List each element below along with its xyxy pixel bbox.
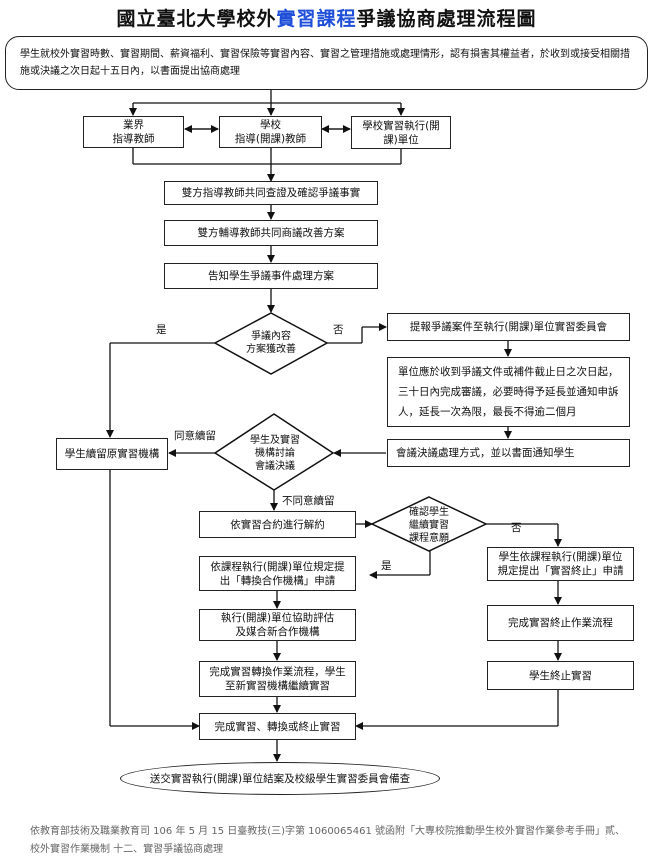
party-school-label: 學校 指導(開課)教師 bbox=[234, 119, 307, 145]
title-part-3: 爭議協商處理流程圖 bbox=[356, 8, 537, 30]
step-consult-label: 雙方輔導教師共同商議改善方案 bbox=[197, 227, 345, 239]
intro-text: 學生就校外實習時數、實習期間、薪資福利、實習保險等實習內容、實習之管理措施或處理… bbox=[20, 49, 630, 77]
party-industry-teacher: 業界 指導教師 bbox=[83, 116, 184, 148]
step-transfer-done: 完成實習轉換作業流程，學生 至新實習機構繼續實習 bbox=[199, 661, 356, 697]
step-resolution-label: 會議決議處理方式，並以書面通知學生 bbox=[396, 447, 575, 459]
step-complete-label: 完成實習、轉換或終止實習 bbox=[214, 720, 341, 733]
final-step-oval: 送交實習執行(開課)單位結案及校級學生實習委員會備查 bbox=[120, 762, 440, 795]
step-transfer-done-label: 完成實習轉換作業流程，學生 至新實習機構繼續實習 bbox=[209, 666, 346, 692]
step-resolution: 會議決議處理方式，並以書面通知學生 bbox=[387, 439, 630, 467]
decision-continue-diamond bbox=[370, 496, 488, 552]
decision-continue-text: 確認學生 繼續實習 課程意願 bbox=[409, 506, 449, 544]
step-transfer-apply-label: 依課程執行(開課)單位規定提 出「轉換合作機構」申請 bbox=[210, 560, 345, 587]
party-industry-label: 業界 指導教師 bbox=[112, 119, 155, 145]
step-stop-apply: 學生依課程執行(開課)單位 規定提出「實習終止」申請 bbox=[487, 547, 634, 581]
step-complete: 完成實習、轉換或終止實習 bbox=[199, 713, 356, 740]
step-stay-label: 學生續留原實習機構 bbox=[64, 448, 160, 460]
step-terminate-contract: 依實習合約進行解約 bbox=[199, 511, 356, 538]
decision-meeting-text: 學生及實習 機構討論 會議決議 bbox=[250, 434, 300, 472]
intro-box: 學生就校外實習時數、實習期間、薪資福利、實習保險等實習內容、實習之管理措施或處理… bbox=[5, 36, 648, 90]
decision-meeting-diamond bbox=[213, 413, 335, 491]
step-verify: 雙方指導教師共同查證及確認爭議事實 bbox=[164, 181, 378, 205]
step-stop-apply-label: 學生依課程執行(開課)單位 規定提出「實習終止」申請 bbox=[497, 551, 624, 577]
label-disagree: 不同意續留 bbox=[282, 495, 335, 507]
label-no-1: 否 bbox=[333, 324, 344, 336]
step-review-label: 單位應於收到爭議文件或補件截止日之次日起，三十日內完成審議，必要時得予延長並通知… bbox=[398, 366, 619, 418]
title-highlight: 實習課程 bbox=[276, 8, 357, 30]
label-yes-1: 是 bbox=[156, 324, 167, 336]
step-notify-label: 告知學生爭議事件處理方案 bbox=[208, 270, 334, 282]
label-yes-2: 是 bbox=[381, 560, 392, 572]
party-unit-label: 學校實習執行(開 課)單位 bbox=[362, 119, 440, 146]
page-title: 國立臺北大學校外實習課程爭議協商處理流程圖 bbox=[0, 4, 653, 31]
step-stop-done-label: 完成實習終止作業流程 bbox=[508, 617, 613, 629]
step-terminate-contract-label: 依實習合約進行解約 bbox=[230, 518, 325, 531]
label-no-2: 否 bbox=[511, 522, 522, 534]
final-step-label: 送交實習執行(開課)單位結案及校級學生實習委員會備查 bbox=[149, 773, 411, 785]
step-consult: 雙方輔導教師共同商議改善方案 bbox=[164, 220, 378, 246]
title-part-1: 國立臺北大學校外 bbox=[116, 8, 277, 30]
step-assist: 執行(開課)單位協助評估 及媒合新合作機構 bbox=[199, 609, 356, 641]
step-stop-student: 學生終止實習 bbox=[487, 661, 634, 690]
decision-improved-text: 爭議內容 方案獲改善 bbox=[246, 331, 296, 355]
label-agree: 同意續留 bbox=[174, 430, 216, 442]
step-propose-committee: 提報爭議案件至執行(開課)單位實習委員會 bbox=[387, 313, 630, 341]
step-propose-committee-label: 提報爭議案件至執行(開課)單位實習委員會 bbox=[409, 321, 608, 333]
party-execution-unit: 學校實習執行(開 課)單位 bbox=[351, 116, 451, 149]
step-review: 單位應於收到爭議文件或補件截止日之次日起，三十日內完成審議，必要時得予延長並通知… bbox=[387, 357, 630, 427]
step-assist-label: 執行(開課)單位協助評估 及媒合新合作機構 bbox=[220, 612, 335, 638]
step-notify: 告知學生爭議事件處理方案 bbox=[164, 263, 378, 289]
party-school-teacher: 學校 指導(開課)教師 bbox=[219, 116, 322, 148]
step-verify-label: 雙方指導教師共同查證及確認爭議事實 bbox=[181, 187, 361, 199]
step-stop-student-label: 學生終止實習 bbox=[529, 669, 592, 682]
step-stay: 學生續留原實習機構 bbox=[56, 438, 168, 470]
decision-improved-diamond bbox=[213, 312, 329, 375]
step-transfer-apply: 依課程執行(開課)單位規定提 出「轉換合作機構」申請 bbox=[199, 556, 356, 591]
footnote: 依教育部技術及職業教育司 106 年 5 月 15 日臺教技(三)字第 1060… bbox=[30, 826, 626, 855]
step-stop-done: 完成實習終止作業流程 bbox=[487, 605, 634, 641]
